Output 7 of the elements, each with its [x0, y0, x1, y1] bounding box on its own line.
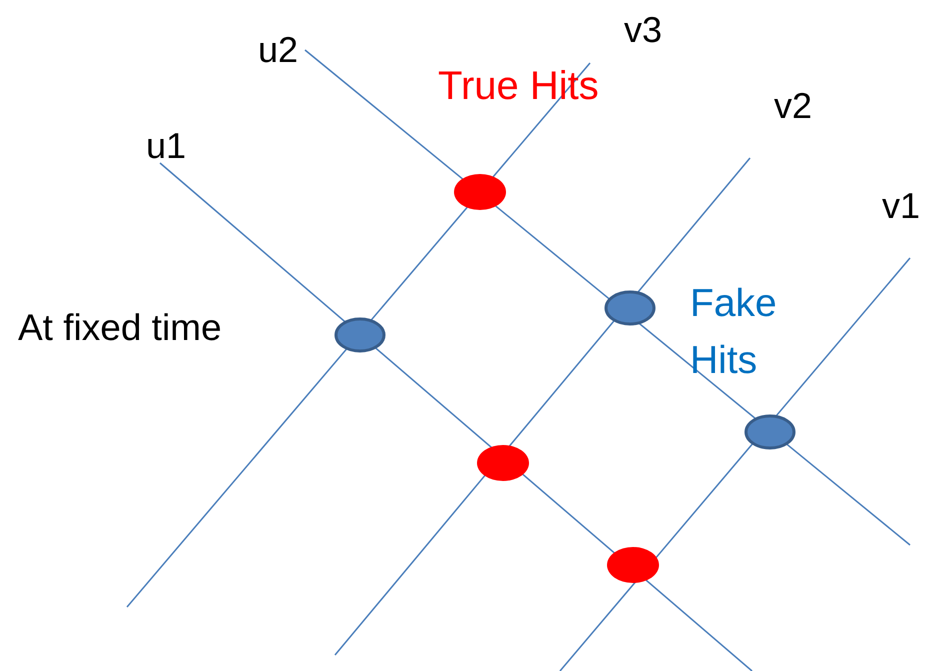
time-note: At fixed time — [18, 308, 222, 349]
wire-label: v1 — [882, 186, 920, 226]
wire-label: u1 — [146, 126, 186, 166]
wire-label: v2 — [774, 86, 812, 126]
fake-hits-label: Fake Hits — [690, 281, 778, 384]
wire-label: v3 — [624, 10, 662, 50]
wire-label: u2 — [258, 30, 298, 70]
